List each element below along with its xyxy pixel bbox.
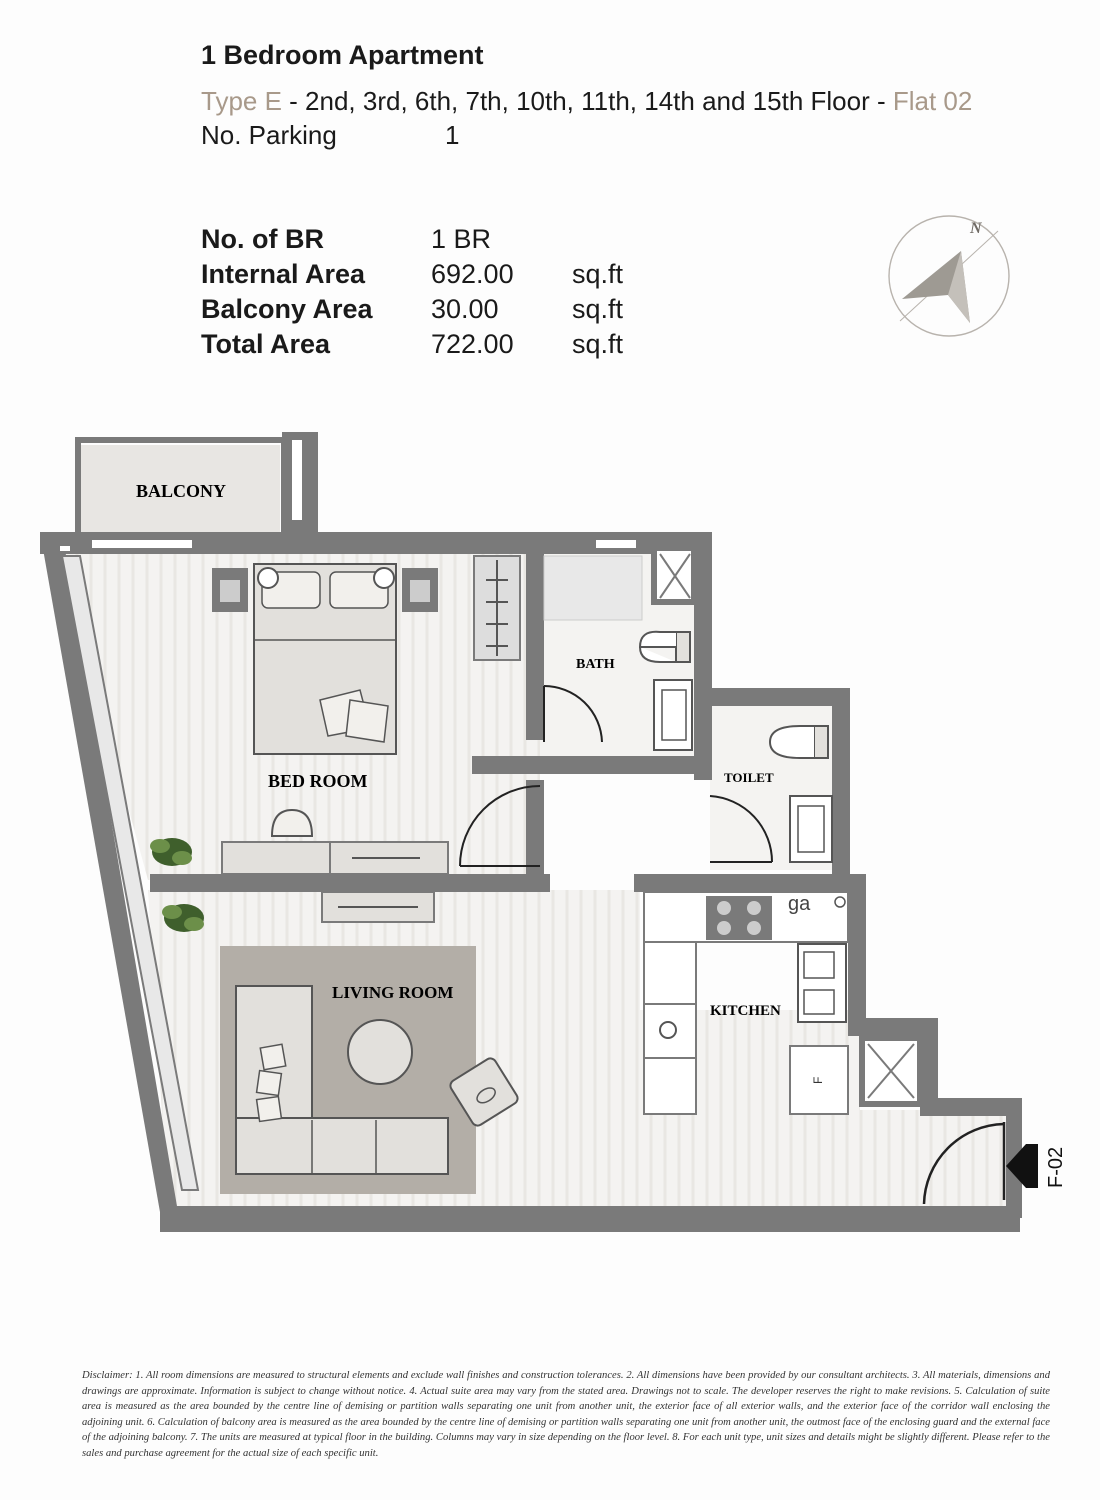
separator: - — [281, 86, 306, 116]
entrance-door-swing — [922, 1122, 1006, 1205]
plant-icon — [150, 838, 192, 866]
desk — [221, 841, 449, 875]
fridge — [789, 1045, 849, 1115]
north-label: N — [969, 220, 983, 237]
gas-valve-icon — [834, 896, 846, 908]
north-compass-icon: N — [888, 215, 1010, 337]
cooktop-icon — [706, 896, 772, 940]
door-swing — [543, 685, 603, 743]
lamp-icon — [373, 567, 395, 589]
toilet-east-wall — [832, 688, 850, 888]
toilet-label: TOILET — [724, 770, 774, 785]
balcony-floor — [80, 445, 280, 535]
balcony-door-glazing — [92, 540, 192, 548]
kitchen-east-wall — [848, 874, 866, 1024]
unit-type-line: Type E - 2nd, 3rd, 6th, 7th, 10th, 11th,… — [201, 86, 972, 117]
curtain-wall — [40, 532, 178, 1212]
plant-icon — [162, 904, 204, 932]
gas-label: ga — [788, 893, 811, 915]
door-swing — [459, 785, 541, 867]
shaft-wall — [920, 1018, 938, 1108]
sofa — [235, 985, 449, 1175]
balcony-label: BALCONY — [136, 481, 226, 501]
wardrobe — [473, 555, 521, 661]
sink-icon — [653, 679, 693, 751]
toilet-icon — [768, 725, 829, 759]
parking-line: No. Parking 1 — [201, 120, 459, 151]
kitchen-sink-icon — [797, 943, 847, 1023]
lamp-icon — [257, 567, 279, 589]
floor-list: 2nd, 3rd, 6th, 7th, 10th, 11th, 14th and… — [305, 86, 870, 116]
nightstand — [402, 568, 438, 612]
south-wall — [160, 1206, 1020, 1232]
coffee-table — [347, 1019, 413, 1085]
stat-value: 722.00 — [431, 329, 514, 359]
bath-west-wall — [526, 540, 544, 740]
bedroom-label: BED ROOM — [268, 771, 368, 791]
entry-label: F-02 — [1045, 1147, 1067, 1188]
stat-unit: sq.ft — [572, 259, 624, 289]
sink-icon — [789, 795, 833, 863]
living-room-label: LIVING ROOM — [332, 983, 453, 1002]
flat-number: Flat 02 — [892, 86, 973, 116]
kitchen-north-wall — [634, 874, 866, 892]
stat-label: No. of BR — [201, 224, 324, 254]
disclaimer-text: Disclaimer: 1. All room dimensions are m… — [82, 1370, 1050, 1459]
page-title: 1 Bedroom Apartment — [201, 40, 484, 70]
curtain-wall-glazing — [60, 555, 200, 1191]
parking-label: No. Parking — [201, 120, 337, 150]
bedroom-living-partition — [150, 874, 550, 892]
kitchen-label: KITCHEN — [710, 1003, 781, 1019]
toilet-north-wall — [694, 688, 850, 706]
stat-unit: sq.ft — [572, 329, 624, 359]
north-arrow-icon — [902, 251, 970, 323]
toilet-icon — [638, 630, 691, 663]
stat-label: Total Area — [201, 329, 331, 359]
nightstand — [212, 568, 248, 612]
entry-marker-icon — [1006, 1144, 1038, 1188]
appliance-icon — [659, 1021, 677, 1039]
stat-unit: sq.ft — [572, 294, 624, 324]
floor-plan: F ga F-02 BALCONY BED ROOM BATH TOILET L… — [40, 432, 1067, 1232]
door-swing — [709, 795, 774, 863]
stat-label: Internal Area — [201, 259, 366, 289]
window — [596, 540, 636, 548]
chair-icon — [270, 808, 314, 837]
bath-label: BATH — [576, 657, 615, 672]
stat-label: Balcony Area — [201, 294, 373, 324]
armchair-icon — [449, 1057, 519, 1127]
stat-value: 692.00 — [431, 259, 514, 289]
unit-type: Type E — [201, 86, 282, 116]
shower-tray — [543, 555, 643, 621]
stat-value: 1 BR — [431, 224, 492, 254]
bath-south-wall — [472, 756, 712, 774]
service-shaft-icon — [651, 545, 697, 605]
service-shaft-icon — [859, 1035, 923, 1107]
fridge-label: F — [811, 1077, 825, 1084]
stat-value: 30.00 — [431, 294, 499, 324]
bath-east-wall — [694, 540, 712, 780]
parking-value: 1 — [445, 120, 460, 150]
separator: - — [869, 86, 893, 116]
entry-wall — [920, 1098, 1020, 1116]
double-bed — [253, 563, 397, 755]
